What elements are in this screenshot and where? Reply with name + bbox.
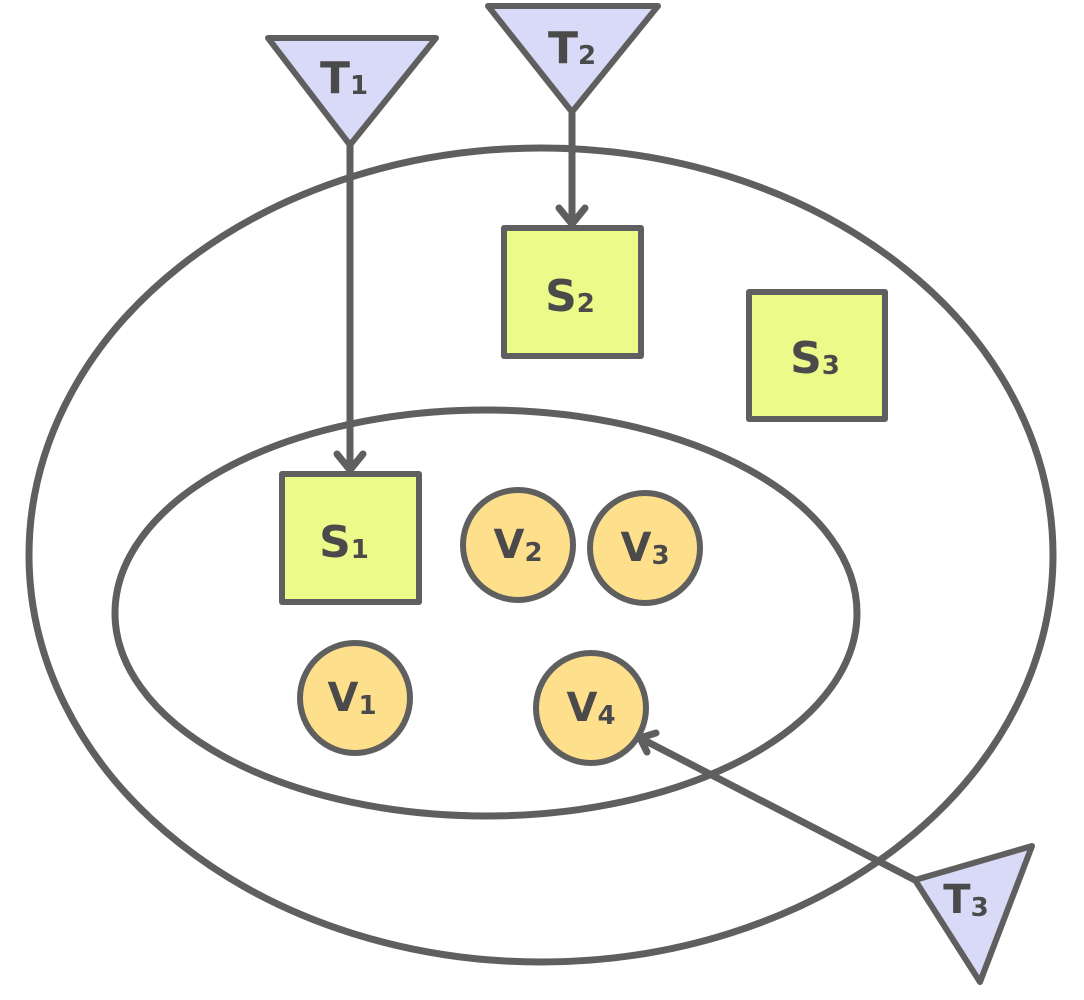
svg-text:S3: S3 [790,333,840,384]
outer-ellipse [25,144,1057,966]
node-s1: S1 [279,471,422,605]
edge-t3-v4 [636,729,919,884]
svg-text:T3: T3 [943,877,988,923]
node-v3: V3 [587,490,703,606]
svg-text:T2: T2 [548,23,596,74]
edge-t2-s2 [555,108,589,228]
svg-text:S1: S1 [319,517,369,568]
node-v4: V4 [533,650,649,766]
node-t1: T1 [265,35,439,148]
svg-text:V2: V2 [493,522,542,568]
svg-text:V3: V3 [620,525,669,571]
edge-t1-s1 [333,141,367,474]
node-s3: S3 [746,289,888,422]
node-v2: V2 [460,487,576,603]
svg-text:V4: V4 [566,685,615,731]
node-v1: V1 [297,640,413,756]
node-t2: T2 [485,3,661,115]
svg-text:T1: T1 [320,53,368,104]
node-s2: S2 [501,225,644,359]
node-t3: T3 [912,843,1035,985]
svg-text:V1: V1 [327,675,376,721]
svg-text:S2: S2 [545,271,595,322]
inner-ellipse [111,406,861,820]
